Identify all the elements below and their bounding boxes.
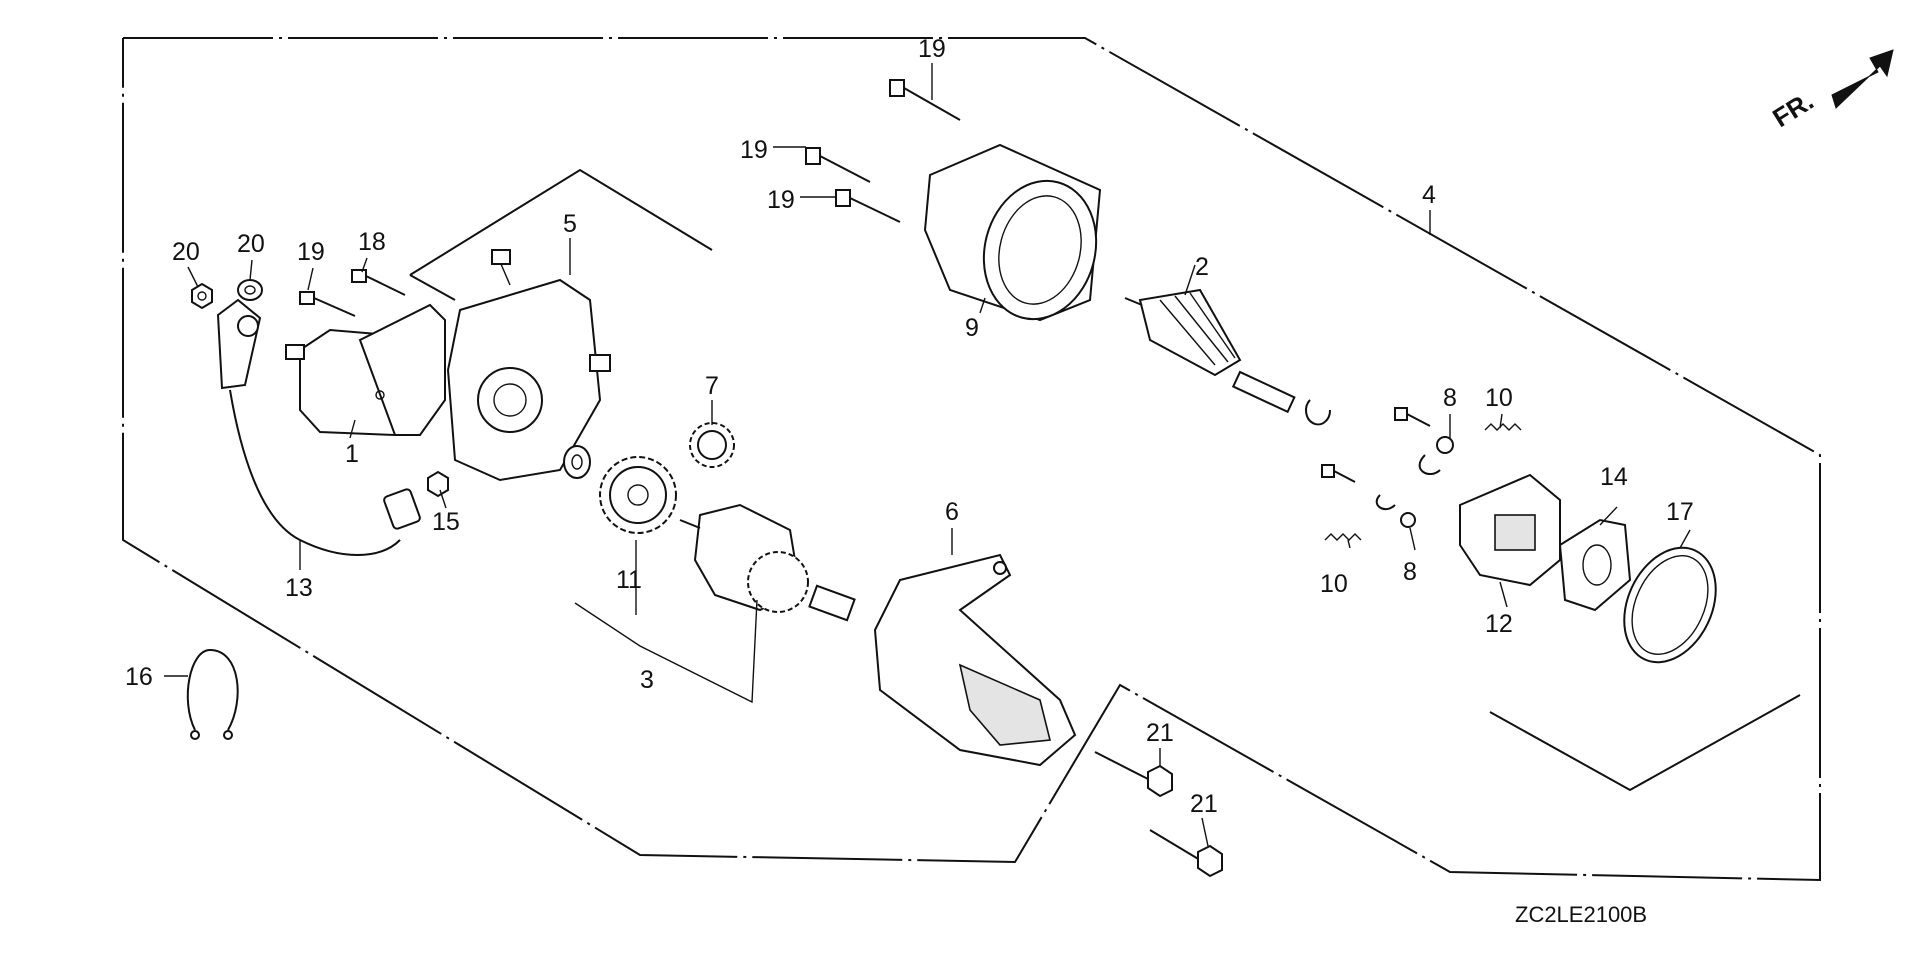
callout-20-right: 20 [237, 230, 265, 258]
callout-17: 17 [1666, 498, 1694, 526]
callout-13: 13 [285, 574, 313, 602]
callout-16: 16 [125, 663, 153, 691]
callout-12: 12 [1485, 610, 1513, 638]
front-direction-label: FR. [1767, 85, 1818, 133]
bolt-part-19-solenoid [299, 291, 356, 317]
leader-lines [164, 63, 1691, 847]
bolt-part-19-mid [805, 147, 871, 183]
motor-case-part [923, 143, 1102, 322]
washer-part [563, 445, 591, 479]
gear-part-7 [689, 422, 735, 468]
callout-3: 3 [640, 666, 654, 694]
bolt-part-18 [351, 269, 406, 296]
callout-10-bottom: 10 [1320, 570, 1348, 598]
drawing-code: ZC2LE2100B [1515, 902, 1647, 927]
o-ring-part [1623, 546, 1717, 664]
callout-6: 6 [945, 498, 959, 526]
callout-19-top: 19 [918, 35, 946, 63]
solenoid-part [285, 303, 446, 437]
brush-part-8a [1394, 407, 1454, 475]
callout-labels: 1 2 3 4 5 6 7 8 8 9 10 10 11 12 13 14 15… [125, 35, 1694, 818]
plate-part [1558, 518, 1632, 612]
gear-part-11 [599, 456, 677, 534]
brush-holder-part [1459, 473, 1561, 587]
callout-5: 5 [563, 210, 577, 238]
assembly-outline-3 [122, 37, 1821, 882]
callout-8-top: 8 [1443, 384, 1457, 412]
callout-7: 7 [705, 372, 719, 400]
callout-10-top: 10 [1485, 384, 1513, 412]
brush-part-8b [1321, 464, 1416, 528]
bolt-part-19-top [889, 79, 961, 121]
bolt-part-19-low [835, 189, 901, 223]
nut-part-20a [191, 282, 213, 310]
callout-15: 15 [432, 508, 460, 536]
callout-1: 1 [345, 440, 359, 468]
armature-part [1124, 288, 1296, 414]
callout-9: 9 [965, 314, 979, 342]
front-cover-part [446, 249, 611, 482]
drive-assembly-part [679, 503, 856, 622]
spring-part-10b [1324, 533, 1362, 541]
callout-18: 18 [358, 228, 386, 256]
callout-14: 14 [1600, 463, 1628, 491]
callout-21-top: 21 [1146, 719, 1174, 747]
sub-assembly-outline-12 [1489, 694, 1801, 792]
front-direction-arrow: FR. [1767, 49, 1894, 133]
callout-21-bottom: 21 [1190, 790, 1218, 818]
callout-2: 2 [1195, 253, 1209, 281]
callout-11: 11 [616, 566, 642, 594]
sub-assembly-outline-5 [409, 168, 713, 301]
callout-19-mid: 19 [740, 136, 768, 164]
ground-cable-part [216, 298, 421, 556]
callout-19-solenoid: 19 [297, 238, 325, 266]
callout-20-left: 20 [172, 238, 200, 266]
callout-4: 4 [1422, 181, 1436, 209]
spring-part-10a [1484, 423, 1522, 431]
bolt-part-15 [427, 470, 449, 498]
callout-8-bottom: 8 [1403, 558, 1417, 586]
callout-19-low: 19 [767, 186, 795, 214]
nut-part-20b [237, 279, 263, 301]
clip-part [186, 648, 239, 740]
snap-ring-part [1305, 399, 1332, 426]
bolt-part-21b [1149, 829, 1223, 878]
rear-housing-part [873, 553, 1077, 767]
